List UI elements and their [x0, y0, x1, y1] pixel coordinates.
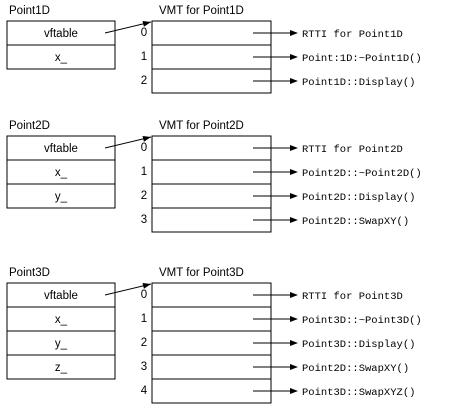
object-field-label: vftable [44, 143, 78, 155]
vmt-slot-index: 3 [141, 214, 147, 226]
vftable-pointer-arrowhead [142, 282, 151, 289]
vmt-slot-cell [151, 282, 272, 308]
object-field-label: z_ [55, 362, 68, 374]
function-target-label: Point:1D:~Point1D() [302, 53, 422, 65]
object-field-label: y_ [55, 191, 68, 203]
object-field-label: x_ [55, 314, 68, 326]
vmt-slot-cell [151, 159, 272, 185]
vmt-slot-index: 3 [141, 361, 147, 373]
vmt-slot-index: 4 [141, 385, 148, 397]
slot-arrowhead [290, 388, 298, 394]
slot-arrowhead [290, 364, 298, 370]
function-target-label: Point3D::~Point3D() [302, 315, 422, 327]
function-target-label: RTTI for Point3D [302, 291, 403, 303]
slot-arrowhead [290, 292, 298, 298]
vmt-title-label: VMT for Point1D [159, 5, 244, 17]
function-target-label: RTTI for Point2D [302, 144, 403, 156]
object-field-label: y_ [55, 338, 68, 350]
vftable-pointer-arrowhead [142, 20, 151, 27]
vmt-title-label: VMT for Point3D [159, 267, 244, 279]
function-target-label: Point3D::SwapXYZ() [302, 387, 415, 399]
slot-arrowhead [290, 340, 298, 346]
vmt-slot-index: 0 [141, 27, 147, 39]
object-field-cell [6, 159, 116, 185]
object-field-label: vftable [44, 28, 78, 40]
object-field-cell [6, 20, 116, 46]
vmt-slot-index: 2 [141, 190, 147, 202]
slot-arrowhead [290, 193, 298, 199]
object-field-cell [6, 330, 116, 356]
vftable-pointer-arrowhead [142, 135, 151, 142]
function-target-label: Point2D::Display() [302, 192, 415, 204]
object-field-cell [6, 135, 116, 161]
object-field-cell [6, 183, 116, 209]
object-field-label: x_ [55, 167, 68, 179]
slot-arrowhead [290, 54, 298, 60]
function-target-label: Point2D::~Point2D() [302, 168, 422, 180]
vmt-slot-index: 0 [141, 289, 147, 301]
object-field-cell [6, 354, 116, 380]
class-name-label: Point1D [9, 5, 50, 17]
vmt-slot-cell [151, 378, 272, 404]
slot-arrowhead [290, 169, 298, 175]
vmt-slot-cell [151, 330, 272, 356]
vmt-slot-cell [151, 207, 272, 233]
object-field-label: vftable [44, 290, 78, 302]
slot-arrowhead [290, 217, 298, 223]
slot-arrowhead [290, 30, 298, 36]
vmt-slot-cell [151, 183, 272, 209]
object-field-cell [6, 306, 116, 332]
vmt-slot-index: 1 [141, 166, 147, 178]
vmt-slot-index: 0 [141, 142, 147, 154]
class-name-label: Point3D [9, 267, 50, 279]
function-target-label: RTTI for Point1D [302, 29, 403, 41]
vmt-slot-cell [151, 135, 272, 161]
function-target-label: Point2D::SwapXY() [302, 216, 409, 228]
function-target-label: Point1D::Display() [302, 77, 415, 89]
vmt-slot-index: 1 [141, 51, 147, 63]
vmt-slot-cell [151, 306, 272, 332]
vmt-title-label: VMT for Point2D [159, 120, 244, 132]
vmt-slot-index: 2 [141, 75, 147, 87]
slot-arrowhead [290, 78, 298, 84]
object-field-cell [6, 282, 116, 308]
vmt-slot-index: 2 [141, 337, 147, 349]
function-target-label: Point2D::SwapXY() [302, 363, 409, 375]
slot-arrowhead [290, 316, 298, 322]
class-name-label: Point2D [9, 120, 50, 132]
slot-arrowhead [290, 145, 298, 151]
object-field-label: x_ [55, 52, 68, 64]
vmt-slot-index: 1 [141, 313, 147, 325]
object-field-cell [6, 44, 116, 70]
function-target-label: Point3D::Display() [302, 339, 415, 351]
